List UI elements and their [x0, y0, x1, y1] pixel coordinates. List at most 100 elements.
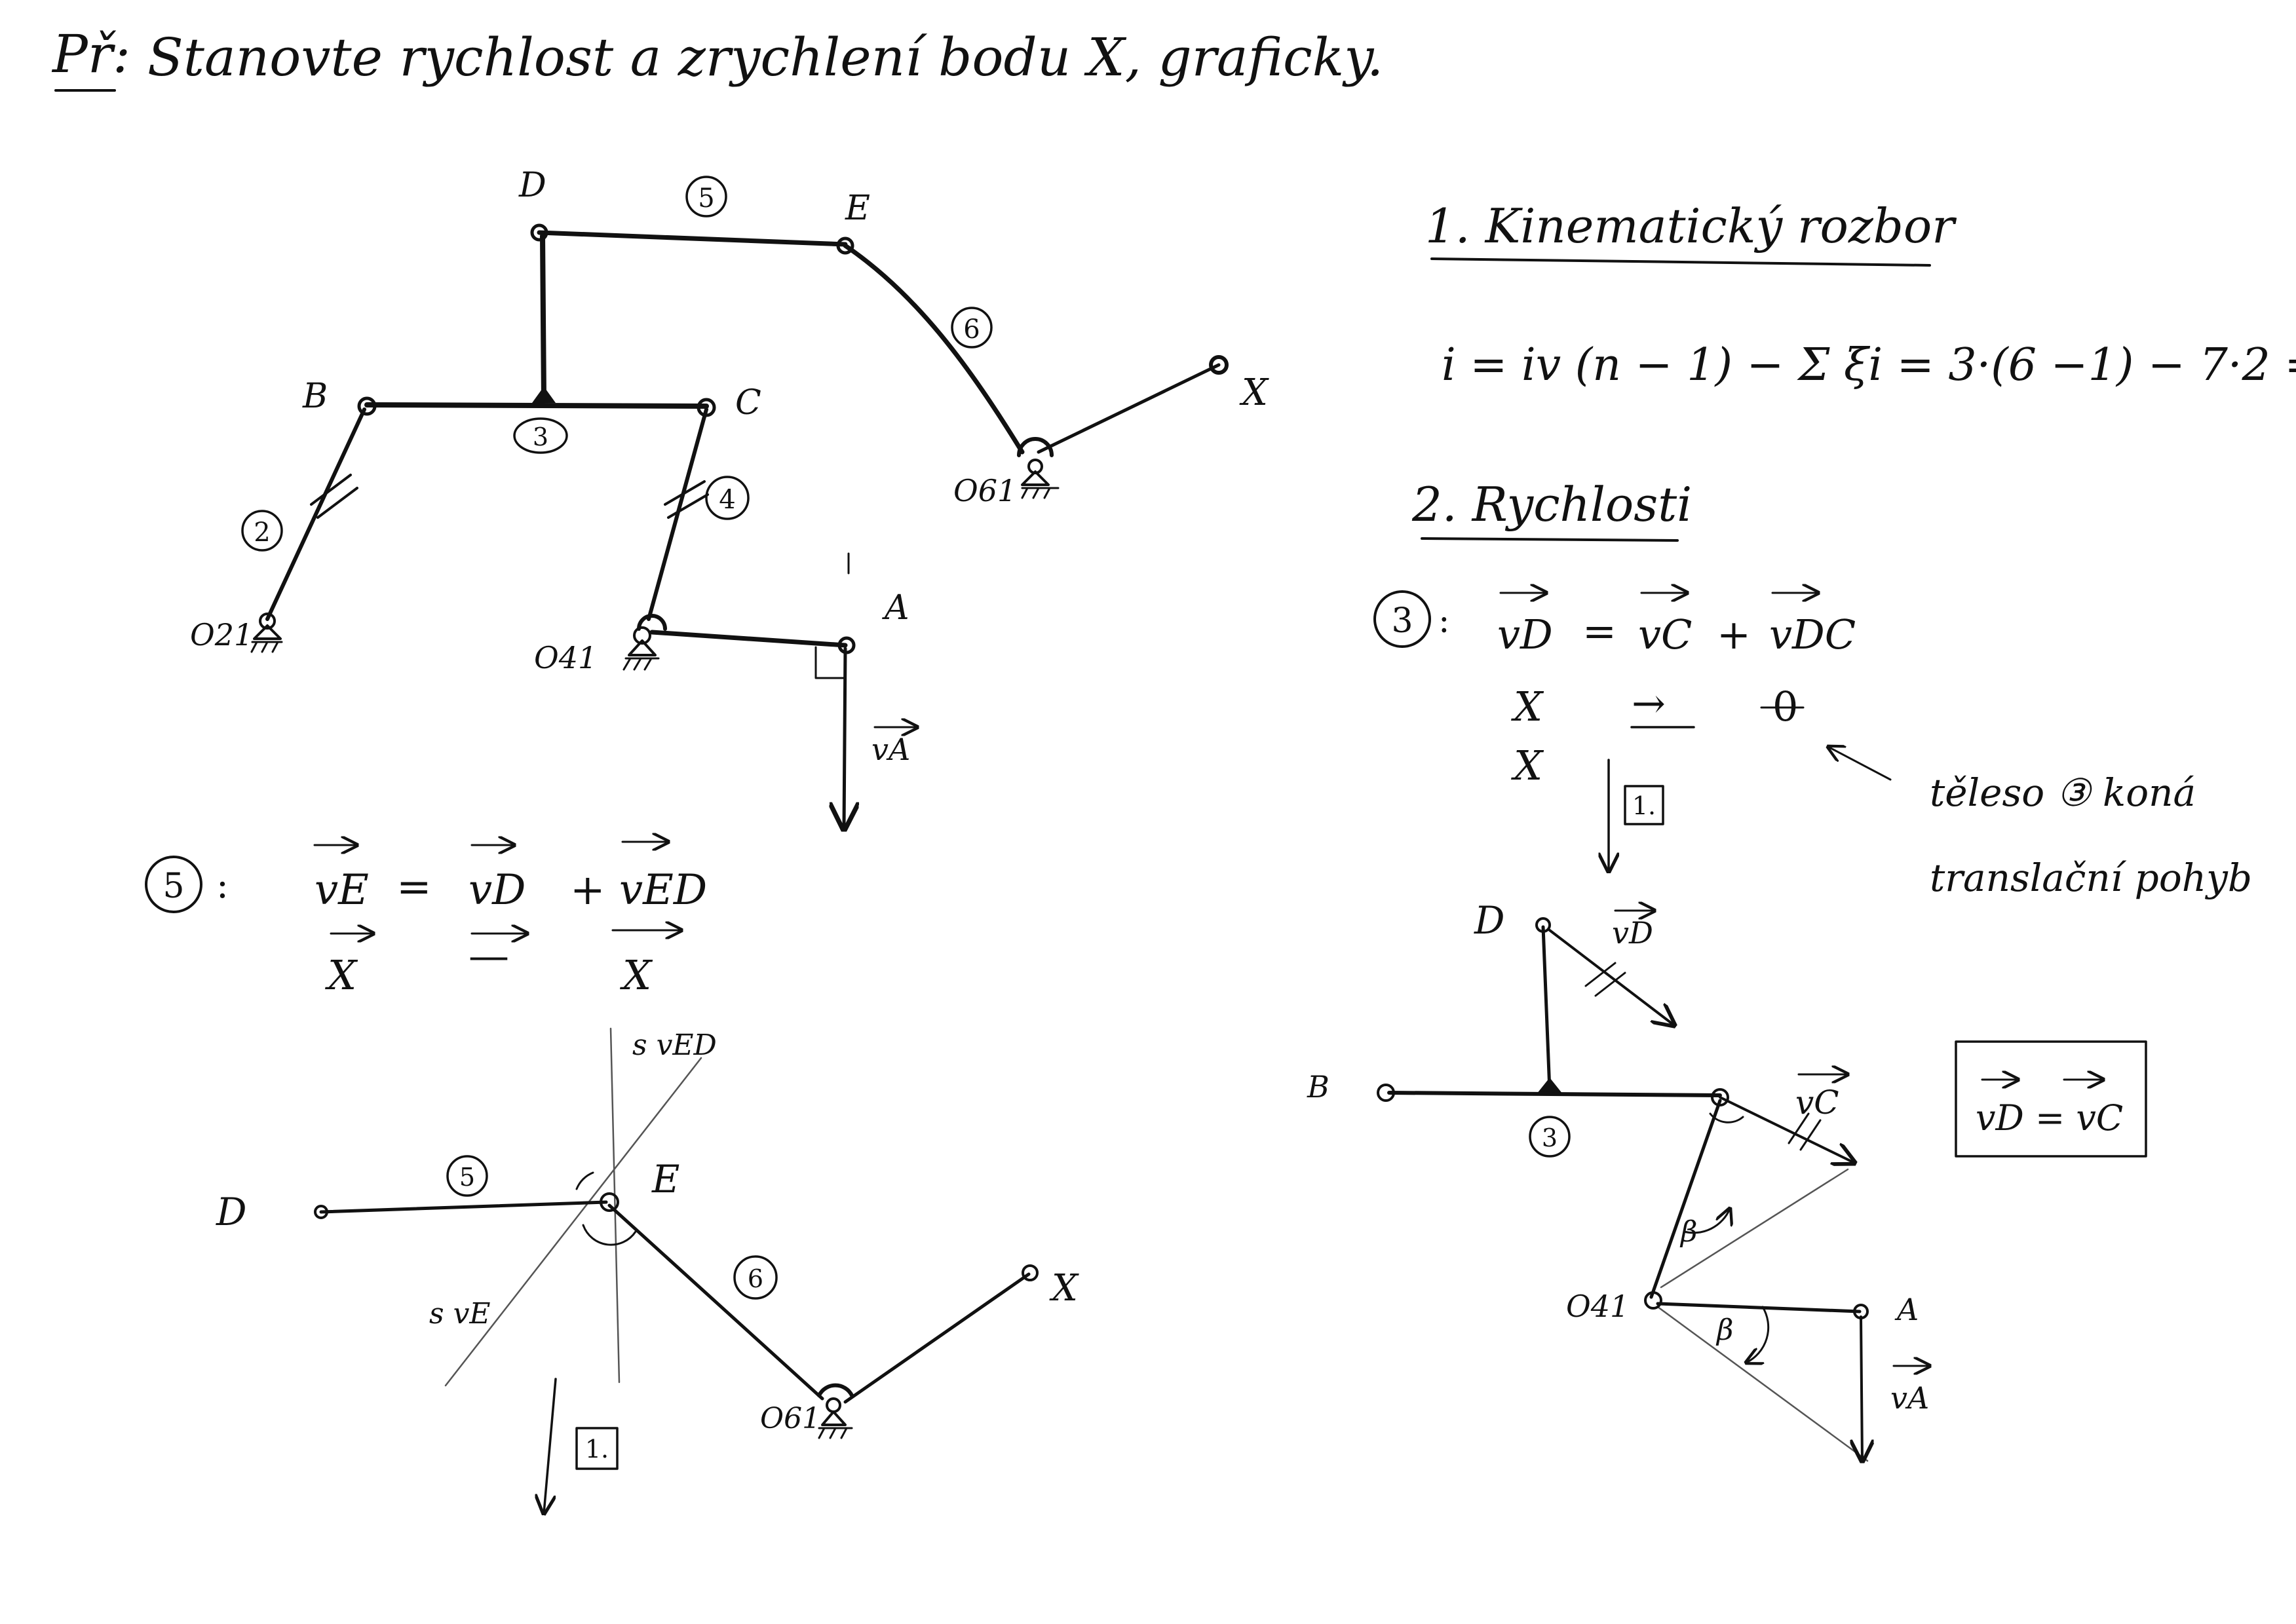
diag-vD-arrow: [1548, 929, 1674, 1025]
svg-text:β: β: [1679, 1215, 1697, 1249]
section2-underline: [1421, 537, 1679, 542]
boxed-result-text: vD = vC: [1976, 1097, 2123, 1139]
link-O61-X: [1037, 363, 1221, 454]
eq5-equals: =: [396, 863, 432, 911]
svg-text:6: 6: [963, 314, 980, 345]
eq3-direction-row: X → 0 X: [1511, 679, 1805, 789]
body5-section: 5 : vE = vD + vED X — X: [145, 842, 1079, 1513]
joint-X: [1209, 355, 1229, 375]
mobility-equation: i = iv (n − 1) − Σ ξi = 3·(6 −1) − 7·2 =…: [1442, 339, 2296, 391]
hatch-marks-4: [664, 480, 709, 519]
body-number-2: 2: [241, 510, 283, 552]
right-angle-A: [814, 646, 845, 679]
support-O21: [250, 613, 283, 653]
diag5-link-O61-X: [843, 1272, 1031, 1404]
mechanism-diagram: D E B C X A O61 O21 O41 vA 5 6 3 2 4: [190, 166, 1269, 829]
boxed-result: vD = vC: [1955, 1040, 2147, 1158]
eq5-term1: vD: [469, 866, 526, 915]
joint-C: [697, 398, 716, 417]
svg-text:D: D: [1474, 898, 1505, 943]
hatch-marks-2: [310, 474, 358, 519]
eq3-term1: vC: [1638, 611, 1692, 658]
body-number-5: 5: [685, 176, 727, 217]
label-O21: O21: [190, 617, 253, 652]
vA-arrow: [844, 647, 845, 829]
body3-label: 3 :: [1373, 590, 1450, 648]
svg-text:X: X: [620, 951, 653, 999]
weld-D-3: [532, 387, 556, 403]
svg-text:5: 5: [459, 1163, 475, 1192]
svg-text:1.: 1.: [585, 1435, 609, 1463]
title-text: Stanovte rychlost a zrychlení bodu X, gr…: [147, 27, 1383, 88]
diag5-link-5: [319, 1200, 608, 1214]
velocities-section: 2. Rychlosti 3 : vD = vC + vDC X → 0 X: [1307, 477, 2252, 1461]
svg-text::: :: [1438, 601, 1450, 641]
svg-text:β: β: [1715, 1313, 1733, 1347]
link-5-DE: [537, 230, 848, 247]
svg-text:6: 6: [748, 1264, 763, 1293]
svg-text:O61: O61: [760, 1402, 820, 1435]
svg-text:3: 3: [533, 423, 548, 451]
joint-A: [837, 636, 856, 654]
link-2-B-O21: [265, 407, 366, 621]
problem-title: Př: Stanovte rychlost a zrychlení bodu X…: [51, 24, 1383, 92]
diag5-support-O61: [817, 1383, 854, 1439]
eq5-term2: vED: [619, 866, 707, 915]
diag-link-3: [1387, 1091, 1722, 1097]
svg-text:4: 4: [719, 485, 735, 515]
eq3-plus: +: [1717, 611, 1751, 658]
svg-text:X: X: [1511, 683, 1544, 730]
dir-line-vE: [444, 1057, 702, 1387]
joint-E: [836, 236, 854, 255]
label-D: D: [518, 166, 546, 205]
svg-text:5: 5: [698, 183, 714, 214]
svg-text:→: →: [1632, 679, 1666, 727]
joint-D: [530, 223, 548, 242]
dir-line-vED: [609, 1027, 621, 1384]
svg-text:E: E: [651, 1157, 679, 1201]
label-E: E: [845, 189, 870, 228]
svg-text:vD: vD: [1612, 915, 1653, 951]
body5-label: 5 :: [145, 856, 229, 913]
svg-text:A: A: [1894, 1292, 1919, 1327]
step-1-indicator: 1.: [1609, 759, 1664, 871]
eq5-direction-row: X — X: [325, 930, 681, 999]
link-4-C-O41: [647, 407, 708, 621]
vE-equation: vE = vD + vED: [313, 842, 707, 915]
label-vA: vA: [871, 732, 910, 767]
label-B: B: [302, 377, 328, 416]
svg-text:X: X: [1049, 1267, 1079, 1310]
svg-text:D: D: [216, 1190, 247, 1234]
svg-text:2: 2: [254, 518, 270, 548]
diag-link-4: [1649, 1099, 1722, 1299]
svg-text:vA: vA: [1890, 1380, 1929, 1416]
note-line1: těleso ③ koná: [1930, 770, 2196, 815]
body-number-3: 3: [513, 417, 568, 454]
svg-text:O41: O41: [1566, 1289, 1629, 1324]
label-C: C: [735, 383, 761, 423]
velocity-diagram-3: D B 3 vD vC O41 A vA β β: [1307, 898, 1930, 1461]
diag-vA-arrow: [1861, 1315, 1862, 1461]
title-prefix: Př:: [51, 24, 130, 85]
body-number-6: 6: [951, 307, 993, 349]
support-O41: [622, 614, 667, 671]
section2-heading: 2. Rychlosti: [1411, 477, 1692, 532]
svg-text:s vED: s vED: [632, 1029, 717, 1062]
diag-link-D-3: [1541, 925, 1552, 1093]
note-line2: translační pohyb: [1930, 856, 2252, 900]
diag-vC-arrow: [1719, 1096, 1854, 1163]
svg-text:5: 5: [163, 867, 184, 906]
link-3-BC: [364, 402, 709, 409]
kinematic-analysis-section: 1. Kinematický rozbor i = iv (n − 1) − Σ…: [1425, 198, 2296, 391]
svg-text:—: —: [469, 932, 509, 979]
svg-text:vC: vC: [1795, 1084, 1839, 1122]
label-O61: O61: [953, 473, 1016, 508]
svg-text:X: X: [1511, 742, 1544, 789]
diag-body-number-3: 3: [1529, 1116, 1571, 1158]
link-D-to-3: [540, 233, 546, 402]
label-X: X: [1239, 371, 1269, 414]
eq3-equals: =: [1582, 607, 1617, 655]
link-6-E-O61: [843, 243, 1025, 455]
diag-link-O41-A: [1656, 1302, 1862, 1313]
